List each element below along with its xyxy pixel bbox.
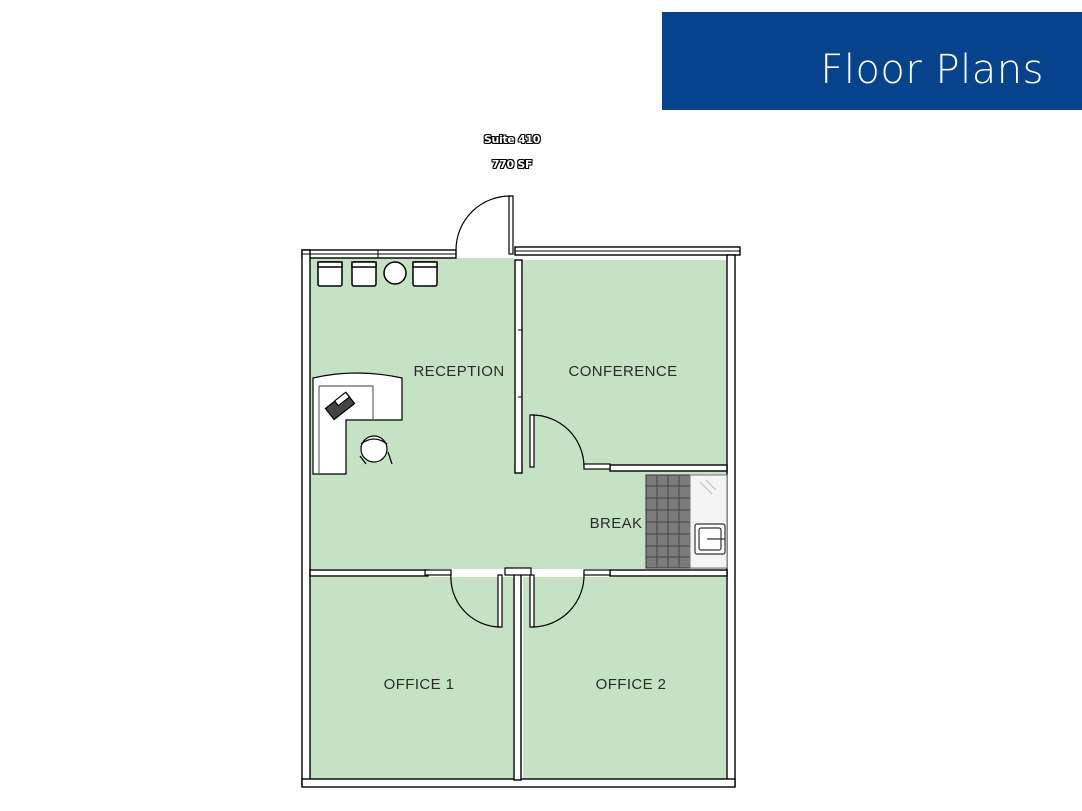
reception-desk (312, 372, 403, 475)
kitchen-tile-floor (645, 474, 691, 569)
office2-door (529, 569, 611, 628)
wall-office1-north (309, 569, 429, 577)
office-chair-icon (359, 435, 393, 465)
room-label-break: BREAK (590, 515, 643, 532)
conference-room (523, 260, 726, 465)
room-label-reception: RECEPTION (413, 363, 504, 380)
room-label-office-1: OFFICE 1 (384, 676, 455, 693)
wall-conference-south (609, 464, 728, 472)
conference-door (529, 414, 611, 470)
room-label-conference: CONFERENCE (568, 363, 677, 380)
suite-name: Suite 410 (483, 133, 541, 146)
wall-left (301, 249, 311, 787)
wall-office2-north (609, 569, 728, 577)
computer-icon (324, 391, 356, 421)
office-1-room (310, 577, 513, 779)
wall-right (726, 254, 736, 787)
title-banner: Floor Plans (662, 12, 1082, 110)
page-title: Floor Plans (820, 47, 1044, 93)
office-2-room (523, 577, 726, 779)
suite-area: 770 SF (491, 158, 533, 171)
wall-conference-west (514, 259, 523, 474)
room-label-office-2: OFFICE 2 (596, 676, 667, 693)
waiting-chairs (317, 261, 438, 287)
entry-door (455, 195, 514, 255)
sink-icon (694, 523, 726, 555)
office1-door (424, 567, 532, 628)
wall-office-divider (513, 569, 522, 781)
